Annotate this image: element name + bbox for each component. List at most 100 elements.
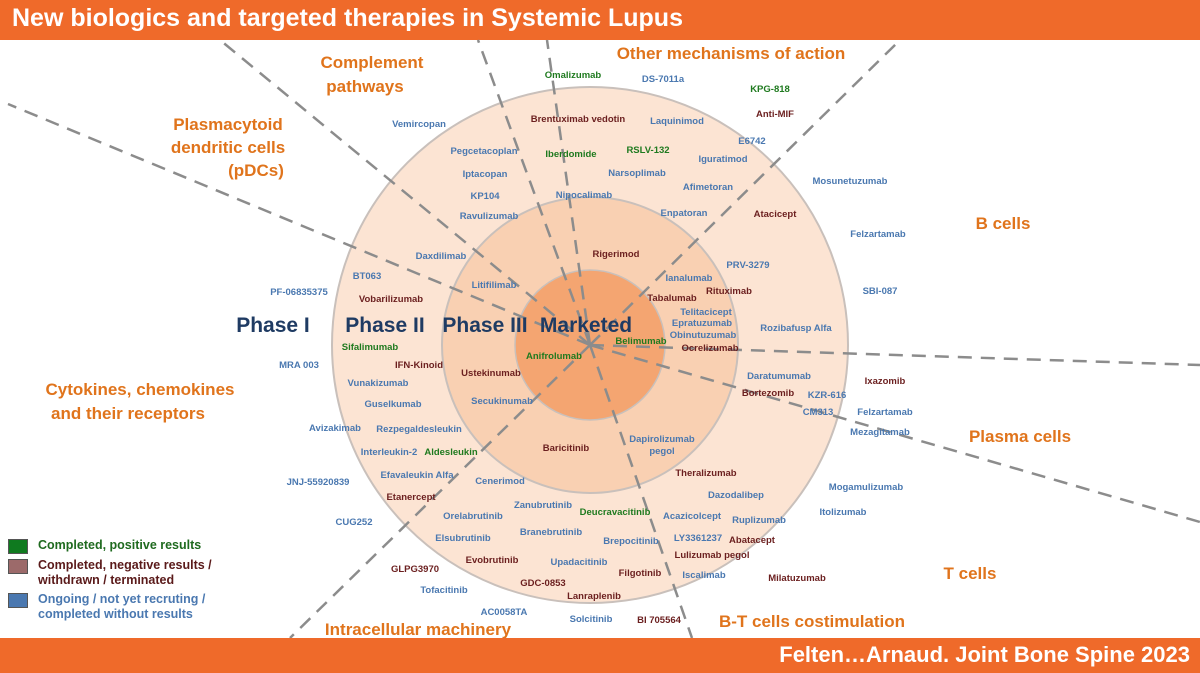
drug-label: Felzartamab [857, 407, 913, 418]
drug-label: Guselkumab [364, 399, 421, 410]
drug-label: Bortezomib [742, 388, 794, 399]
legend-label-negative: Completed, negative results / withdrawn … [38, 558, 212, 588]
phase-label-marketed: Marketed [540, 314, 632, 337]
drug-label: Ravulizumab [460, 211, 519, 222]
drug-label: Evobrutinib [466, 555, 519, 566]
drug-label: Laquinimod [650, 116, 704, 127]
category-plasma-cells: Plasma cells [969, 427, 1071, 446]
category-bcells: B cells [976, 214, 1031, 233]
drug-label: Tabalumab [647, 293, 697, 304]
drug-label: Interleukin-2 [361, 447, 418, 458]
drug-label: Ixazomib [865, 376, 906, 387]
drug-label: Belimumab [615, 336, 666, 347]
drug-label: PRV-3279 [726, 260, 769, 271]
drug-label: BI 705564 [637, 615, 682, 626]
legend-item-ongoing: Ongoing / not yet recruting / completed … [8, 592, 212, 622]
drug-label: AC0058TA [481, 607, 528, 618]
drug-label: Ruplizumab [732, 515, 786, 526]
drug-label: Epratuzumab [672, 318, 732, 329]
drug-label: Iptacopan [463, 169, 508, 180]
phase-label-3: Phase III [442, 314, 527, 337]
drug-label: Telitacicept [680, 307, 732, 318]
drug-label: CM313 [803, 407, 834, 418]
drug-label: Daratumumab [747, 371, 811, 382]
drug-label: Obinutuzumab [670, 330, 737, 341]
phase-label-2: Phase II [345, 314, 424, 337]
drug-label: Anifrolumab [526, 351, 582, 362]
legend-label-ongoing: Ongoing / not yet recruting / completed … [38, 592, 205, 622]
drug-label: Tofacitinib [420, 585, 468, 596]
drug-label: Pegcetacoplan [450, 146, 517, 157]
drug-label: Mogamulizumab [829, 482, 904, 493]
category-tcells: T cells [944, 564, 997, 583]
drug-label: Vemircopan [392, 119, 446, 130]
drug-label: Lulizumab pegol [675, 550, 750, 561]
drug-label: Secukinumab [471, 396, 533, 407]
divider-line [545, 39, 592, 346]
divider-line [7, 102, 591, 347]
drug-label: Felzartamab [850, 229, 906, 240]
drug-label: KZR-616 [808, 390, 847, 401]
drug-label: pegol [649, 446, 674, 457]
drug-label: Lanraplenib [567, 591, 621, 602]
drug-label: KP104 [470, 191, 500, 202]
category-pdc: dendritic cells [171, 138, 285, 157]
drug-label: Baricitinib [543, 443, 590, 454]
drug-label: Etanercept [386, 492, 436, 503]
divider-line [589, 39, 901, 346]
drug-label: Aldesleukin [424, 447, 478, 458]
legend-swatch-ongoing [8, 593, 28, 608]
drug-label: Mezagitamab [850, 427, 910, 438]
drug-label: Dapirolizumab [629, 434, 695, 445]
category-pdc: (pDCs) [228, 161, 284, 180]
drug-label: Vobarilizumab [359, 294, 423, 305]
drug-label: Dazodalibep [708, 490, 764, 501]
category-other-mechanisms: Other mechanisms of action [617, 44, 846, 63]
divider-line [289, 344, 591, 639]
legend-swatch-positive [8, 539, 28, 554]
drug-label: Enpatoran [661, 208, 708, 219]
drug-label: GDC-0853 [520, 578, 565, 589]
legend-item-positive: Completed, positive results [8, 538, 212, 554]
category-pdc: Plasmacytoid [173, 115, 283, 134]
drug-label: Efavaleukin Alfa [380, 470, 454, 481]
drug-label: Iguratimod [698, 154, 747, 165]
drug-label: Orelabrutinib [443, 511, 503, 522]
drug-label: JNJ-55920839 [287, 477, 350, 488]
drug-label: Zanubrutinib [514, 500, 572, 511]
drug-label: IFN-Kinoid [395, 360, 443, 371]
legend: Completed, positive results Completed, n… [8, 538, 212, 626]
drug-label: Ustekinumab [461, 368, 521, 379]
drug-label: Brepocitinib [603, 536, 659, 547]
drug-label: Mosunetuzumab [813, 176, 888, 187]
citation: Felten…Arnaud. Joint Bone Spine 2023 [779, 642, 1190, 667]
drug-label: Cenerimod [475, 476, 525, 487]
legend-label-positive: Completed, positive results [38, 538, 201, 553]
drug-label: Afimetoran [683, 182, 733, 193]
category-complement: Complement [321, 53, 424, 72]
category-complement: pathways [326, 77, 403, 96]
drug-label: Deucravacitinib [580, 507, 651, 518]
legend-item-negative: Completed, negative results / withdrawn … [8, 558, 212, 588]
drug-label: Rituximab [706, 286, 752, 297]
drug-label: BT063 [353, 271, 382, 282]
drug-label: Anti-MIF [756, 109, 794, 120]
drug-label: Omalizumab [545, 70, 602, 81]
drug-label: Litifilimab [472, 280, 517, 291]
drug-label: Nipocalimab [556, 190, 613, 201]
drug-label: SBI-087 [863, 286, 898, 297]
citation-banner: Felten…Arnaud. Joint Bone Spine 2023 [0, 638, 1200, 673]
drug-label: E6742 [738, 136, 765, 147]
category-cytokines: and their receptors [51, 404, 205, 423]
drug-label: RSLV-132 [626, 145, 669, 156]
drug-label: LY3361237 [674, 533, 722, 544]
title-banner: New biologics and targeted therapies in … [0, 0, 1200, 40]
drug-label: Acazicolcept [663, 511, 722, 522]
drug-label: Solcitinib [570, 614, 613, 625]
drug-label: Iscalimab [682, 570, 725, 581]
drug-label: DS-7011a [642, 74, 685, 85]
drug-label: Branebrutinib [520, 527, 582, 538]
divider-line [476, 39, 592, 346]
drug-label: MRA 003 [279, 360, 319, 371]
